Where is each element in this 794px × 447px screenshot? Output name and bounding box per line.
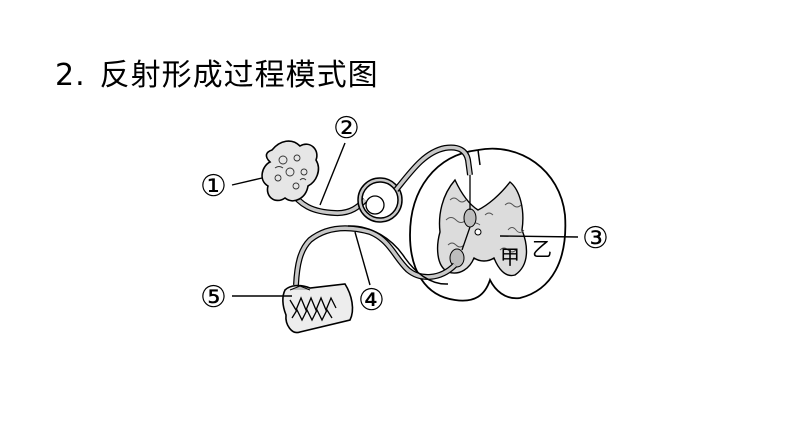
title-number: 2.: [55, 58, 86, 93]
interneuron-process: [461, 175, 471, 251]
label-white-matter-yi: 乙: [532, 237, 552, 261]
leader-line-2: [319, 142, 346, 206]
title-text: 反射形成过程模式图: [99, 58, 379, 93]
effector: [282, 283, 354, 334]
dorsal-root-inner: [394, 145, 472, 192]
label-5-effector: ⑤: [200, 280, 227, 315]
efferent-nerve: [347, 225, 449, 285]
receptor: [261, 140, 320, 202]
leader-line-4: [354, 231, 371, 286]
label-4-efferent-nerve: ④: [358, 283, 385, 318]
leader-line-1: [231, 177, 263, 186]
page-title: 2. 反射形成过程模式图: [55, 50, 379, 94]
label-3-nerve-center: ③: [582, 221, 609, 256]
label-2-afferent-nerve: ②: [333, 111, 360, 146]
gray-matter-speckles: [445, 197, 525, 253]
leader-line-3: [499, 235, 579, 238]
dorsal-root-ganglion: [357, 177, 403, 223]
label-1-receptor: ①: [200, 169, 227, 204]
spinal-cord-dorsal-groove: [477, 149, 481, 166]
central-canal: [474, 228, 482, 236]
label-gray-matter-jia: 甲: [500, 245, 520, 269]
ventral-root-inner: [294, 226, 457, 286]
interneuron-body: [463, 208, 477, 228]
